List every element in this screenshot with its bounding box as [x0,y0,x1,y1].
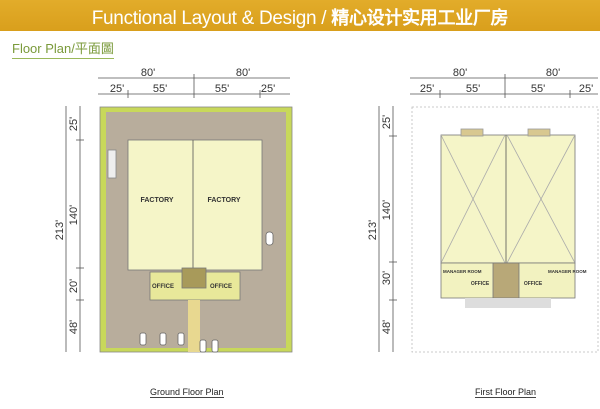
dim-label: 25' [261,83,275,95]
dim-label: 55' [153,83,167,95]
dim-label: 30' [381,271,393,285]
room-label: FACTORY [207,197,240,204]
dim-label: 48' [68,320,80,334]
dim-label: 20' [68,279,80,293]
room-label: MANAGER ROOM [443,269,482,274]
dim-label: 55' [531,83,545,95]
dim-label: 25' [110,83,124,95]
room-label: OFFICE [152,284,174,290]
dim-label: 80' [236,67,250,79]
ground-floor-plan [65,74,293,353]
room-label: OFFICE [210,284,232,290]
dim-label: 140' [68,205,80,225]
dim-label: 25' [381,115,393,129]
dim-label: 140' [381,200,393,220]
first-floor-caption: First Floor Plan [475,387,537,398]
dim-label: 213' [54,220,66,240]
dim-label: 80' [453,67,467,79]
dim-label: 55' [466,83,480,95]
first-floor-plan [378,74,599,353]
page-title: Functional Layout & Design / 精心设计实用工业厂房 [0,4,600,30]
header-banner: Functional Layout & Design / 精心设计实用工业厂房 [0,0,600,31]
ground-floor-caption: Ground Floor Plan [150,387,224,398]
ground-floor-dimensions: 80' 80' 25' 55' 55' 25' 213' 25' 140' 20… [54,67,275,334]
dim-label: 213' [367,220,379,240]
dim-label: 25' [420,83,434,95]
dim-label: 55' [215,83,229,95]
section-title: Floor Plan/平面圖 [12,38,114,59]
dim-label: 80' [141,67,155,79]
room-label: FACTORY [140,197,173,204]
room-label: MANAGER ROOM [548,269,587,274]
dim-label: 25' [579,83,593,95]
dim-label: 80' [546,67,560,79]
dim-label: 48' [381,320,393,334]
title-english: Functional Layout & Design / [91,8,327,29]
title-chinese: 精心设计实用工业厂房 [331,8,509,29]
room-label: OFFICE [524,281,543,287]
first-floor-dimensions: 80' 80' 25' 55' 55' 25' 213' 25' 140' 30… [367,67,593,334]
room-label: OFFICE [471,281,490,287]
dim-label: 25' [68,117,80,131]
